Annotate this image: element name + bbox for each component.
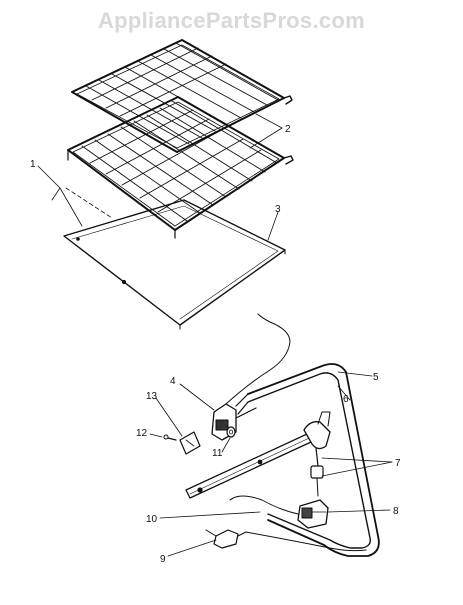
callout-4: 4 — [170, 376, 176, 387]
callout-13: 13 — [146, 391, 158, 402]
callouts: 1 2 3 4 5 6 7 8 9 10 11 12 13 — [30, 124, 401, 565]
oven-rack-lower — [67, 96, 294, 239]
callout-5: 5 — [373, 372, 379, 383]
oven-bottom-panel — [63, 199, 286, 330]
screw — [163, 434, 177, 441]
callout-6: 6 — [343, 394, 349, 405]
oven-rack-upper — [71, 39, 293, 153]
callout-1: 1 — [30, 159, 36, 170]
leader-lines — [37, 113, 393, 557]
watermark: AppliancePartsPros.com — [97, 8, 366, 33]
orifice-fitting — [205, 529, 367, 552]
callout-2: 2 — [285, 124, 291, 135]
callout-3: 3 — [275, 204, 281, 215]
callout-8: 8 — [393, 506, 399, 517]
bake-element — [235, 363, 380, 557]
igniter — [211, 313, 291, 441]
burner-tube — [185, 411, 331, 499]
safety-valve — [229, 495, 329, 529]
bracket — [179, 431, 201, 455]
callout-12: 12 — [136, 428, 148, 439]
callout-11: 11 — [212, 448, 223, 459]
spacer — [226, 426, 236, 438]
callout-9: 9 — [160, 554, 166, 565]
callout-10: 10 — [146, 514, 158, 525]
callout-7: 7 — [395, 458, 401, 469]
